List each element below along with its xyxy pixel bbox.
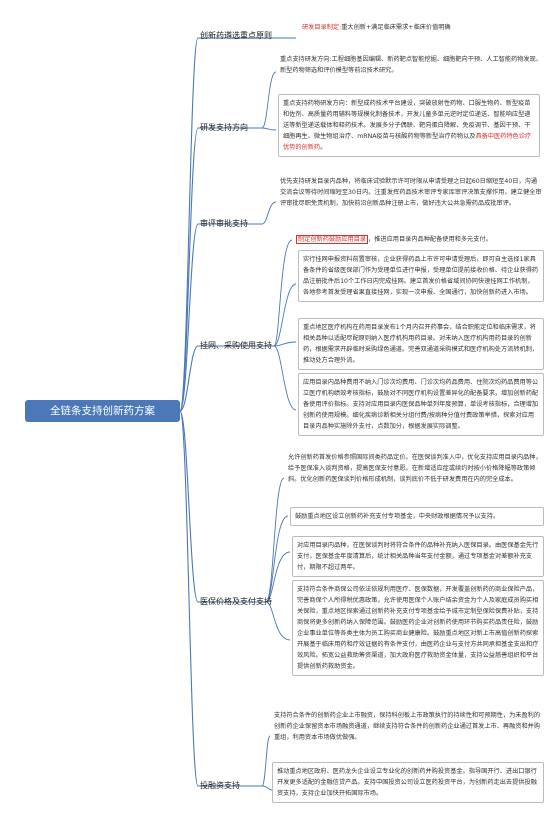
rd2-highlight: 具备中医药特色诊疗优势的创新药 (283, 133, 532, 151)
branch-listing: 挂网、采购使用支持 (200, 341, 272, 350)
leaf-ins-2: 鼓励重点地区设立创新药补充支付专项基金，中央财政根据情况予以支持。 (290, 507, 544, 526)
branch-rd: 研发支持方向 (200, 123, 248, 132)
leaf-list-3: 应用目录内品种费用不纳入门诊次均费用、门诊次均药品费用、住院次均药品费用等公立医… (298, 373, 544, 436)
rd2-text: 重点支持药物研发方向：新型成药技术平台建设，突破放射性药物、口服生物药、新型疫苗… (283, 100, 531, 140)
leaf-list-1: 实行挂网申报资料前置审核，企业获得药品上市许可申请受理后，即可自主选择1家具备条… (298, 250, 544, 302)
rd2-end: 。 (320, 144, 327, 151)
branch-insurance: 医保价格及支付支持 (200, 597, 272, 606)
branch-principle: 创新药遴选重点原则 (200, 31, 272, 40)
list-head-highlight: 制定创新药鼓励应用目录 (296, 235, 369, 244)
leaf-review: 优先支持研发目录内品种，将临床试验默示许可时限从申请受理之日起60日缩短至40日… (280, 178, 542, 207)
leaf-list-head: 制定创新药鼓励应用目录，推进应用目录内品种配备使用和多元支付。 (294, 234, 548, 245)
list-head-tail: ，推进应用目录内品种配备使用和多元支付。 (368, 236, 492, 243)
leaf-list-2: 重点地区医疗机构在药用目录发布1个月内召开药事会，结合职能定位和临床需求，将相关… (298, 318, 544, 370)
root-node: 全链条支持创新药方案 (25, 400, 180, 422)
leaf-ins-4: 支持符合条件商保公司依法依规利用医疗、医保数据，开发覆盖创新药的商业保险产品，完… (292, 580, 544, 676)
leaf-principle: 研发目录制定:重大创新+满足临床需求+临床价值明确 (300, 22, 544, 33)
leaf-rd-2: 重点支持药物研发方向：新型成药技术平台建设，突破放射性药物、口服生物药、新型疫苗… (278, 94, 540, 157)
leaf-inv-2: 推动重点地区政府、医药龙头企业设立专业化的创新药并购投资基金。指导国开行、进出口… (272, 762, 544, 803)
leaf-ins-3: 对应用目录内品种，在医保谈判时将符合条件的品种补充纳入医保目录。由医保基金先行支… (292, 536, 544, 577)
leaf-inv-1: 支持符合条件的创新药企业上市融资，保持科创板上市政策执行的持续性和可预期性，为未… (274, 712, 541, 741)
leaf-rd-1: 重点支持研发方向:工程细胞基因编辑、新药靶点智能挖掘、细胞靶向干预、人工智能药物… (280, 56, 542, 74)
leaf-ins-1: 允许创新药首发价格参照国际间类药品定价。在医保谈判准入中，优化支持应用目录内品种… (288, 454, 542, 483)
branch-review: 审评审批支持 (200, 219, 248, 228)
connector-lines (179, 37, 199, 787)
principle-tail: 重大创新+满足临床需求+临床价值明确 (341, 24, 451, 31)
branch-investment: 投融资支持 (200, 781, 240, 790)
principle-head: 研发目录制定: (302, 24, 342, 31)
